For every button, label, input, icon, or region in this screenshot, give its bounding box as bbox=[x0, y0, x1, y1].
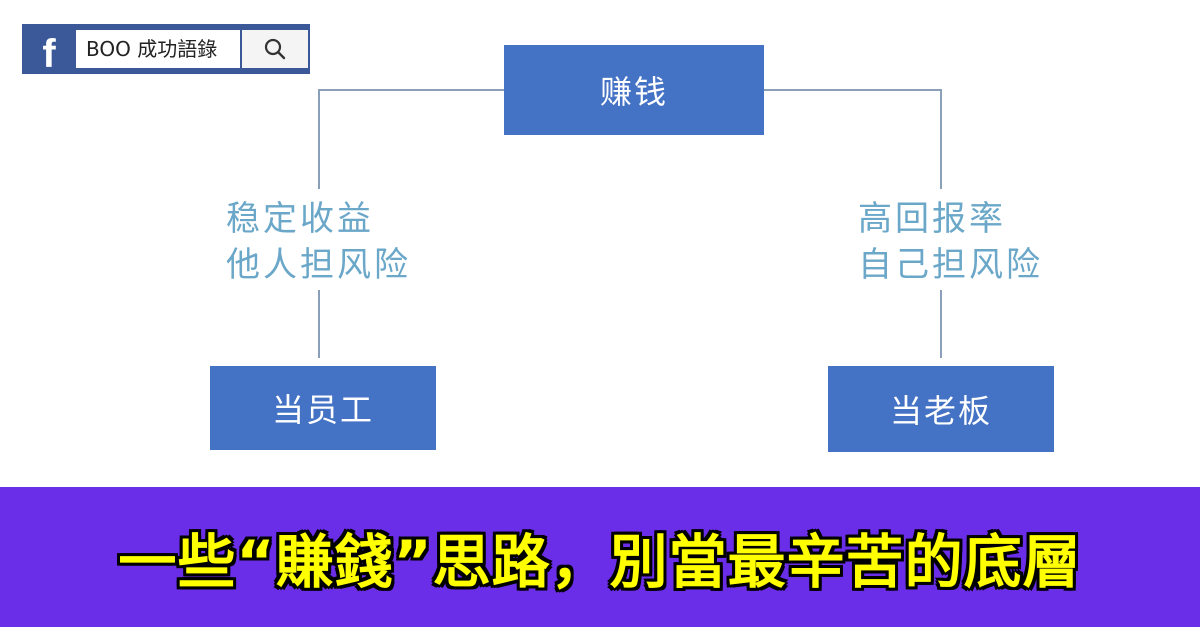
node-employee: 当员工 bbox=[210, 366, 436, 450]
connector-left-horizontal bbox=[318, 89, 504, 91]
banner-title: 一些“賺錢”思路，別當最辛苦的底層 bbox=[118, 528, 1082, 596]
search-icon bbox=[264, 38, 286, 60]
label-employee-line2: 他人担风险 bbox=[226, 245, 411, 285]
connector-right-horizontal bbox=[764, 89, 942, 91]
search-box[interactable]: BOO 成功語錄 bbox=[76, 30, 308, 68]
facebook-icon[interactable]: f bbox=[42, 32, 56, 76]
search-input[interactable]: BOO 成功語錄 bbox=[86, 37, 218, 61]
node-boss: 当老板 bbox=[828, 366, 1054, 452]
connector-right-vertical-top bbox=[940, 89, 942, 189]
title-banner: 一些“賺錢”思路，別當最辛苦的底層 bbox=[0, 487, 1200, 627]
label-employee-line1: 稳定收益 bbox=[226, 199, 374, 239]
label-boss-path: 高回报率 自己担风险 bbox=[858, 196, 1043, 288]
connector-right-vertical-bottom bbox=[940, 290, 942, 358]
label-employee-path: 稳定收益 他人担风险 bbox=[226, 196, 411, 288]
label-boss-line2: 自己担风险 bbox=[858, 245, 1043, 285]
search-button[interactable] bbox=[242, 30, 308, 68]
label-boss-line1: 高回报率 bbox=[858, 199, 1006, 239]
connector-left-vertical-bottom bbox=[318, 290, 320, 358]
search-divider bbox=[240, 30, 242, 68]
facebook-search-badge: f BOO 成功語錄 bbox=[22, 24, 310, 76]
connector-left-vertical-top bbox=[318, 89, 320, 189]
diagram-canvas: f BOO 成功語錄 赚钱 当员工 当老板 稳定收益 他人担风险 高回报率 自己… bbox=[22, 24, 1054, 452]
node-make-money: 赚钱 bbox=[504, 45, 764, 135]
